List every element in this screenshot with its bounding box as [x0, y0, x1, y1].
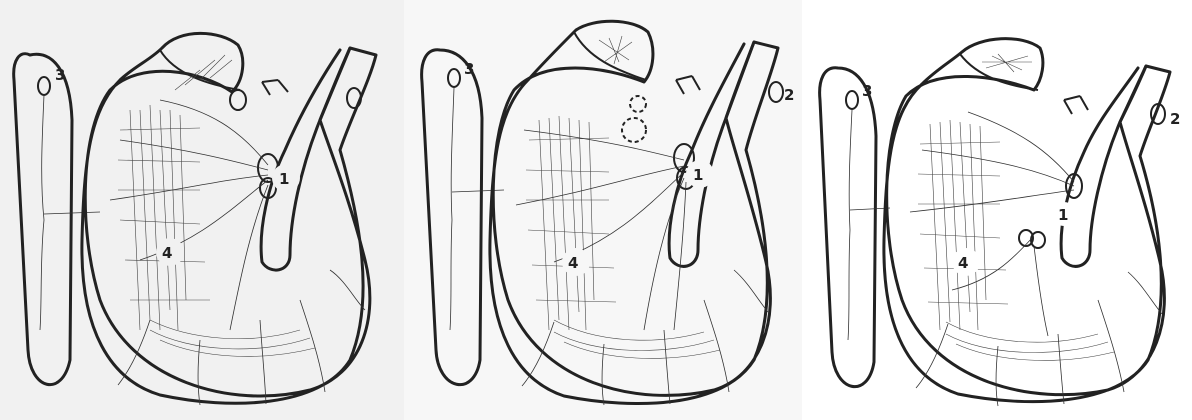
- label-node-3: 3: [464, 60, 474, 78]
- label-node-4: 4: [162, 244, 172, 262]
- node-dashed-b: [630, 96, 646, 112]
- tube-top: [676, 76, 700, 94]
- label-node-1: 1: [1058, 206, 1068, 224]
- node-dashed-a: [622, 118, 646, 142]
- panel-2: 3 1 2: [404, 0, 802, 420]
- spleen-node: [38, 77, 50, 95]
- spleen-vessel: [848, 110, 852, 340]
- spleen-node: [846, 91, 858, 109]
- stomach-outline: [884, 39, 1170, 402]
- spleen-outline: [14, 54, 72, 385]
- label-node-3: 3: [862, 82, 872, 100]
- spleen-node: [448, 69, 460, 87]
- stomach-diagram-2: 3 1 2: [404, 0, 802, 420]
- spleen-link: [452, 190, 504, 192]
- tube-top: [262, 80, 288, 95]
- panel-1: 3 1: [0, 0, 404, 420]
- label-node-2: 2: [1170, 110, 1180, 128]
- label-node-2: 2: [784, 86, 794, 104]
- node-a: [230, 90, 246, 110]
- tube-top: [1064, 96, 1088, 114]
- node-group-2: [347, 88, 361, 108]
- panel-3: 3 1 2: [802, 0, 1192, 420]
- label-node-1: 1: [279, 170, 289, 188]
- label-node-4: 4: [568, 254, 578, 272]
- stomach-outline: [490, 21, 778, 403]
- spleen-vessel: [40, 95, 44, 330]
- label-node-4: 4: [958, 254, 968, 272]
- lymph-network: [118, 55, 315, 356]
- duodenum-outline: [669, 42, 754, 266]
- label-node-1: 1: [693, 166, 703, 184]
- node-group-2: [769, 82, 783, 102]
- label-node-3: 3: [55, 66, 65, 84]
- stomach-diagram-1: 3 1: [0, 0, 404, 420]
- vessel-fibers: [516, 130, 768, 405]
- spleen-vessel: [450, 88, 454, 330]
- stomach-diagram-3: 3 1 2: [802, 0, 1192, 420]
- lymph-network: [918, 54, 1114, 360]
- vessel-fibers: [110, 100, 365, 405]
